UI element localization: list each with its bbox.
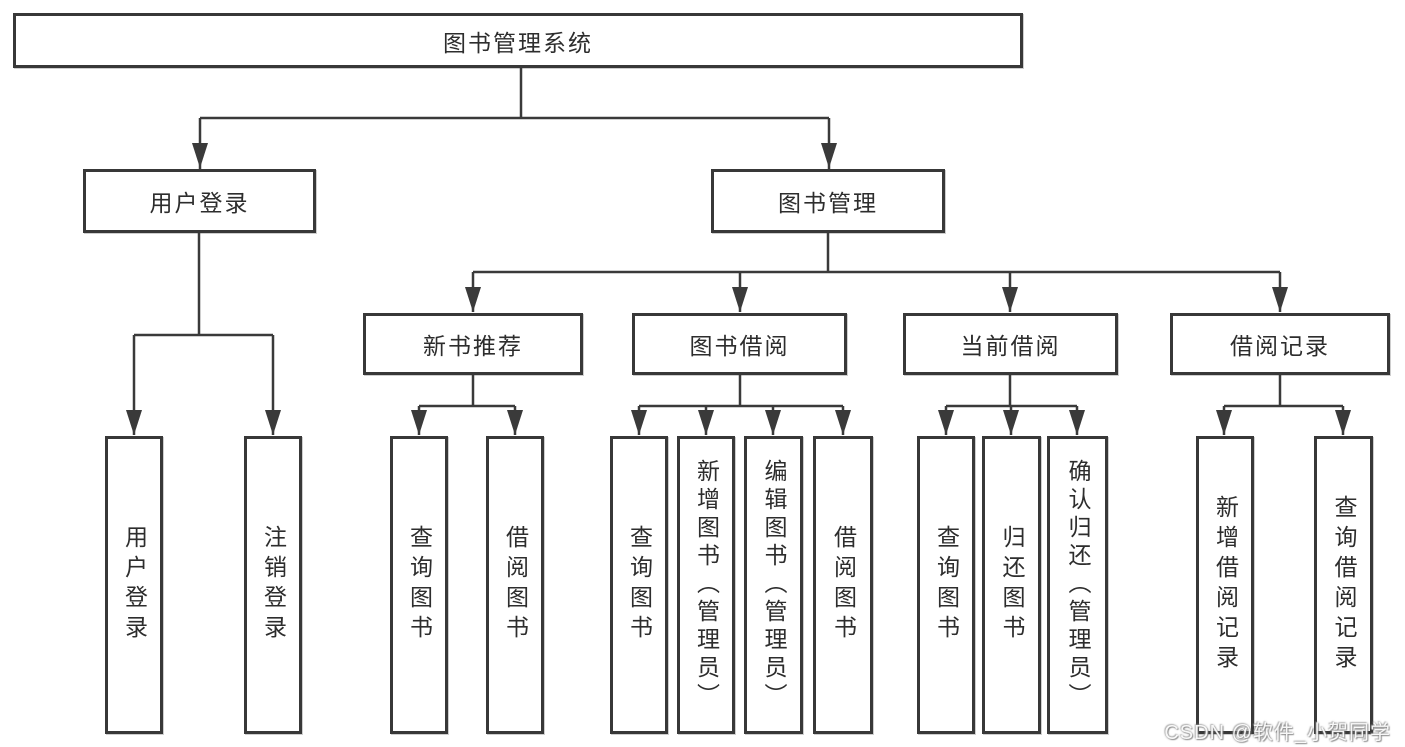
- leaf-bb-add-books-admin: 新增图书（管理员）: [677, 436, 735, 734]
- node-new-book-recommend: 新书推荐: [363, 313, 583, 375]
- node-root-system: 图书管理系统: [13, 13, 1023, 68]
- leaf-cb-query-books: 查询图书: [917, 436, 975, 734]
- node-current-borrow: 当前借阅: [903, 313, 1118, 375]
- leaf-bb-edit-books-admin-label: 编辑图书（管理员）: [761, 459, 787, 711]
- leaf-cb-return-books: 归还图书: [982, 436, 1041, 734]
- node-current-borrow-label: 当前借阅: [960, 333, 1061, 359]
- node-user-login: 用户登录: [83, 169, 316, 233]
- leaf-nbr-query-books-label: 查询图书: [406, 525, 433, 645]
- node-book-management-label: 图书管理: [778, 190, 878, 216]
- leaf-user-login: 用户登录: [105, 436, 163, 734]
- leaf-nbr-borrow-books-label: 借阅图书: [502, 525, 529, 645]
- leaf-cb-confirm-return-admin: 确认归还（管理员）: [1047, 436, 1108, 734]
- node-root-label: 图书管理系统: [443, 29, 593, 56]
- leaf-logout-label: 注销登录: [260, 525, 287, 645]
- leaf-cb-confirm-return-admin-label: 确认归还（管理员）: [1065, 459, 1091, 711]
- node-borrow-records-label: 借阅记录: [1230, 333, 1330, 359]
- leaf-br-add-record-label: 新增借阅记录: [1212, 495, 1239, 675]
- leaf-br-add-record: 新增借阅记录: [1196, 436, 1254, 734]
- leaf-bb-query-books-label: 查询图书: [626, 525, 653, 645]
- arrowheads: [126, 143, 1351, 435]
- node-book-borrow-label: 图书借阅: [689, 333, 790, 359]
- leaf-nbr-query-books: 查询图书: [390, 436, 448, 734]
- leaf-bb-borrow-books: 借阅图书: [813, 436, 873, 734]
- leaf-br-query-record-label: 查询借阅记录: [1331, 495, 1357, 675]
- leaf-bb-borrow-books-label: 借阅图书: [830, 525, 857, 645]
- node-book-borrow: 图书借阅: [632, 313, 847, 375]
- csdn-watermark: CSDN @软件_小贺同学: [1164, 722, 1391, 744]
- leaf-bb-add-books-admin-label: 新增图书（管理员）: [693, 459, 720, 711]
- leaf-logout: 注销登录: [244, 436, 302, 734]
- node-user-login-label: 用户登录: [149, 190, 250, 216]
- leaf-nbr-borrow-books: 借阅图书: [486, 436, 544, 734]
- node-book-management: 图书管理: [711, 169, 945, 233]
- leaf-user-login-label: 用户登录: [121, 525, 148, 645]
- node-new-book-recommend-label: 新书推荐: [423, 333, 523, 359]
- leaf-bb-query-books: 查询图书: [610, 436, 668, 734]
- leaf-br-query-record: 查询借阅记录: [1314, 436, 1373, 734]
- leaf-bb-edit-books-admin: 编辑图书（管理员）: [744, 436, 803, 734]
- leaf-cb-return-books-label: 归还图书: [999, 525, 1025, 645]
- leaf-cb-query-books-label: 查询图书: [933, 525, 960, 645]
- node-borrow-records: 借阅记录: [1170, 313, 1390, 375]
